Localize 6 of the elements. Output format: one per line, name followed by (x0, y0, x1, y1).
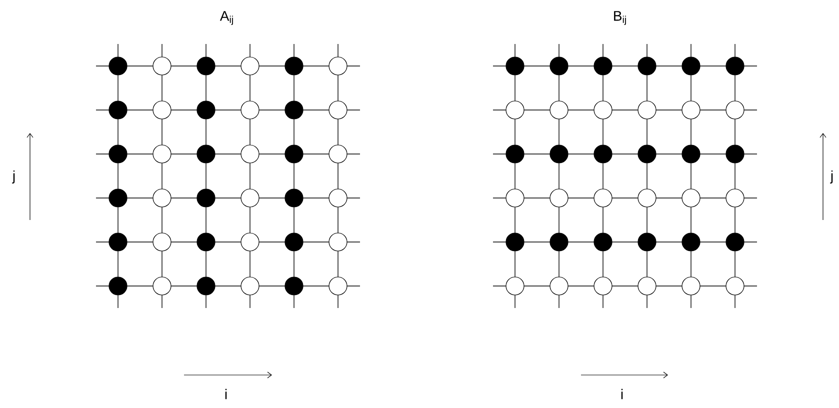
axis-label: j (12, 170, 15, 184)
axis-label: i (225, 388, 227, 400)
title-label: B$_{ij}$ (614, 11, 626, 25)
title-label: A$_{ij}$ (220, 11, 233, 25)
axis-label: j (830, 170, 833, 184)
axis-label: i (621, 388, 623, 400)
